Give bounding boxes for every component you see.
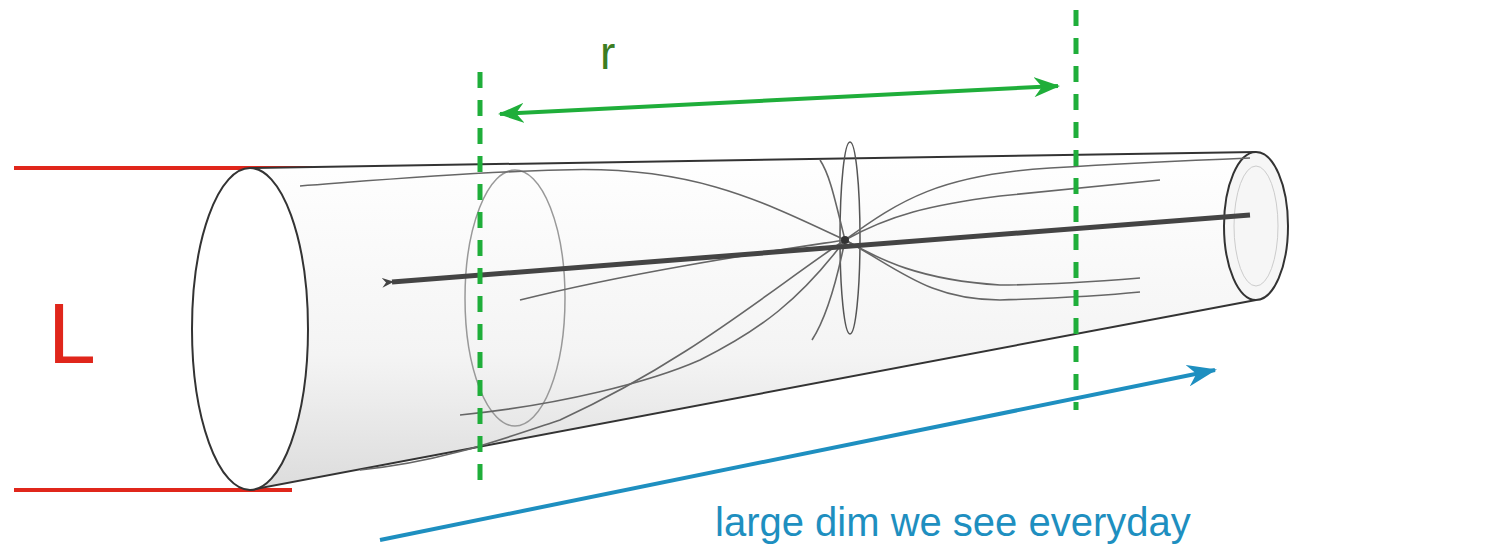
charge-point [841, 236, 849, 244]
dashed-marker [1074, 10, 1079, 410]
cylinder-end [192, 168, 308, 490]
distance-label: r [600, 30, 615, 76]
cylinder-edge [250, 300, 1256, 490]
size-label: L [48, 290, 96, 376]
field-axis-arrow [392, 215, 1250, 282]
cylinder-body [250, 152, 1256, 490]
cylinder-end [1224, 152, 1288, 300]
field-lines [300, 158, 1250, 470]
axis-label: large dim we see everyday [715, 502, 1191, 542]
distance-arrow [500, 86, 1058, 114]
cylinder-edge [250, 152, 1256, 168]
cylinder-end-inner [1234, 166, 1278, 286]
dashed-marker [478, 72, 483, 492]
